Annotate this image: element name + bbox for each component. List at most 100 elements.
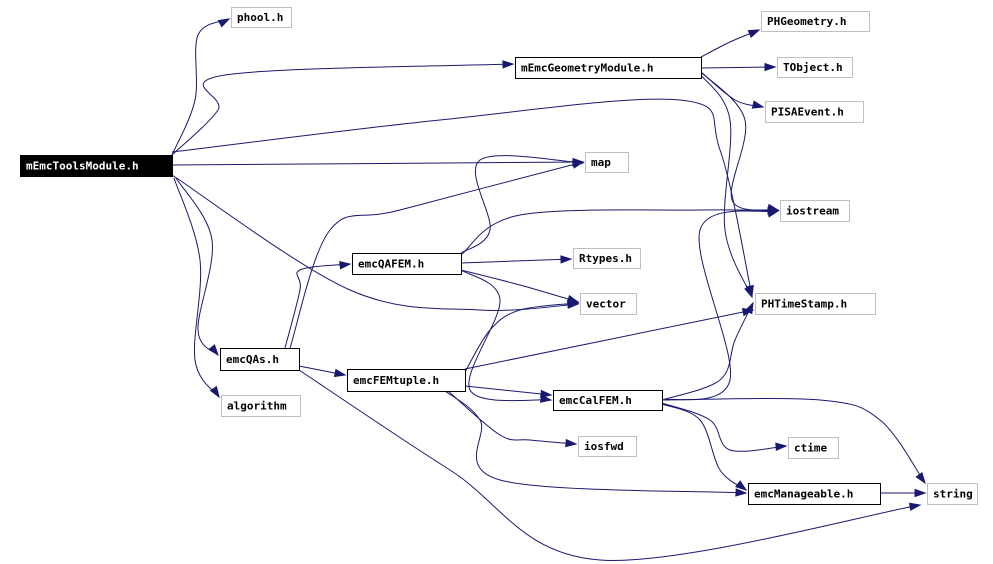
- node-box: [927, 483, 978, 505]
- node-emcQAs[interactable]: emcQAs.h: [220, 348, 300, 371]
- edge-mEmcToolsModule-to-vector: [171, 174, 580, 311]
- edge-mEmcToolsModule-to-emcQAs: [175, 177, 219, 357]
- node-box: [761, 11, 870, 32]
- node-emcFEMtuple[interactable]: emcFEMtuple.h: [347, 369, 466, 392]
- node-box: [231, 7, 292, 28]
- node-PHTimeStamp: PHTimeStamp.h: [755, 293, 876, 315]
- node-iostream: iostream: [780, 200, 850, 222]
- edge-mEmcGeometryModule-to-iostream: [700, 71, 780, 212]
- edge-line: [661, 402, 787, 452]
- edge-line: [700, 66, 776, 69]
- node-box: [221, 395, 301, 417]
- node-label: emcFEMtuple.h: [353, 374, 439, 387]
- edge-emcFEMtuple-to-emcManageable: [444, 390, 748, 497]
- node-label: mEmcGeometryModule.h: [521, 62, 653, 75]
- edge-line: [284, 263, 351, 349]
- arrow-head: [339, 261, 352, 270]
- edge-line: [289, 161, 584, 349]
- arrow-head: [208, 344, 219, 357]
- node-label: PHGeometry.h: [767, 15, 846, 28]
- node-box: [515, 57, 702, 79]
- arrow-head: [567, 300, 580, 309]
- node-label: iostream: [786, 205, 839, 218]
- node-label: emcCalFEM.h: [559, 394, 632, 407]
- edge-line: [171, 174, 579, 311]
- node-box: [20, 155, 173, 177]
- edge-line: [460, 269, 552, 402]
- node-emcQAFEM[interactable]: emcQAFEM.h: [352, 253, 462, 275]
- node-phool: phool.h: [231, 7, 292, 28]
- arrow-head: [217, 18, 231, 28]
- edge-line: [173, 177, 220, 398]
- edge-mEmcGeometryModule-to-PHTimeStamp: [700, 74, 753, 299]
- edge-line: [661, 398, 926, 484]
- edge-line: [460, 269, 579, 303]
- node-emcCalFEM[interactable]: emcCalFEM.h: [553, 390, 663, 411]
- node-emcManageable[interactable]: emcManageable.h: [748, 483, 881, 505]
- edge-mEmcToolsModule-to-algorithm: [173, 177, 220, 399]
- edge-line: [298, 369, 921, 561]
- edge-line: [464, 302, 579, 373]
- edge-emcQAFEM-to-vector: [460, 269, 580, 304]
- node-box: [578, 436, 637, 457]
- node-label: vector: [586, 298, 626, 311]
- node-box: [788, 437, 839, 459]
- arrow-head: [751, 100, 765, 109]
- edge-line: [171, 63, 514, 156]
- edge-mEmcGeometryModule-to-PHGeometry: [700, 29, 761, 58]
- edge-mEmcToolsModule-to-mEmcGeometryModule: [171, 60, 515, 156]
- node-box: [580, 293, 637, 315]
- node-TObject: TObject.h: [777, 57, 853, 78]
- edge-emcFEMtuple-to-vector: [464, 300, 580, 373]
- edge-line: [700, 74, 753, 298]
- nodes-layer: mEmcToolsModule.h phool.h mEmcGeometryModu…: [20, 7, 978, 505]
- arrow-head: [735, 488, 748, 497]
- node-box: [347, 369, 466, 392]
- edge-emcQAs-to-emcQAFEM: [284, 261, 352, 349]
- arrow-head: [914, 488, 927, 498]
- edge-emcQAs-to-emcFEMtuple: [298, 365, 347, 378]
- node-label: ctime: [794, 442, 827, 455]
- arrow-head: [908, 502, 922, 511]
- edge-emcQAFEM-to-map: [460, 155, 585, 254]
- arrow-head: [560, 255, 573, 264]
- node-label: map: [591, 156, 611, 169]
- node-mEmcGeometryModule[interactable]: mEmcGeometryModule.h: [515, 57, 702, 79]
- edge-line: [460, 155, 584, 254]
- node-label: algorithm: [227, 400, 287, 413]
- edge-line: [444, 390, 747, 494]
- node-PISAEvent: PISAEvent.h: [765, 101, 864, 123]
- edge-emcCalFEM-to-string: [661, 398, 926, 485]
- node-label: emcQAs.h: [226, 353, 279, 366]
- node-label: Rtypes.h: [579, 252, 632, 265]
- arrow-head: [764, 62, 777, 72]
- edge-emcCalFEM-to-emcManageable: [661, 403, 748, 491]
- edge-mEmcGeometryModule-to-PISAEvent: [700, 71, 765, 109]
- node-box: [780, 200, 850, 222]
- node-map: map: [585, 152, 629, 173]
- edge-line: [460, 209, 779, 256]
- arrow-head: [747, 29, 761, 38]
- edge-emcFEMtuple-to-emcCalFEM: [464, 385, 553, 399]
- edge-emcQAs-to-string: [298, 369, 922, 561]
- edge-line: [171, 18, 230, 156]
- edge-mEmcToolsModule-to-phool: [171, 18, 231, 156]
- node-mEmcToolsModule[interactable]: mEmcToolsModule.h: [20, 155, 173, 177]
- edge-emcManageable-to-string: [880, 488, 927, 498]
- node-box: [553, 390, 663, 411]
- node-label: iosfwd: [584, 440, 624, 453]
- node-label: phool.h: [237, 11, 283, 24]
- node-box: [585, 152, 629, 173]
- node-algorithm: algorithm: [221, 395, 301, 417]
- arrow-head: [209, 385, 220, 399]
- arrow-head: [540, 389, 553, 399]
- arrow-head: [572, 158, 585, 167]
- node-box: [777, 57, 853, 78]
- edge-line: [171, 98, 753, 297]
- node-box: [573, 248, 641, 269]
- node-label: string: [933, 488, 973, 501]
- edge-line: [661, 210, 779, 401]
- edge-emcCalFEM-to-iostream: [661, 209, 780, 401]
- node-box: [765, 101, 864, 123]
